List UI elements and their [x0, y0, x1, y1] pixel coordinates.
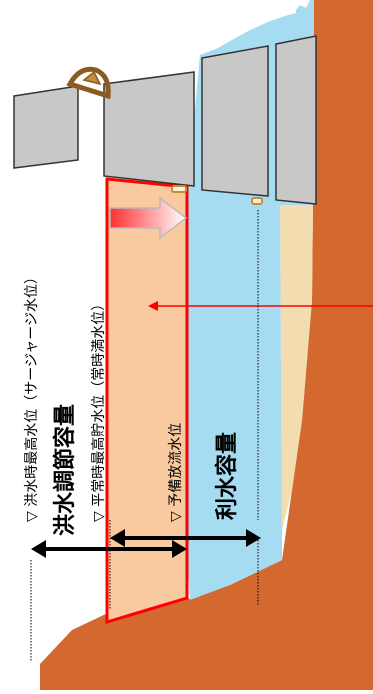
water-use-capacity-label: 利水容量: [214, 432, 240, 520]
sediment-zone: [280, 205, 313, 530]
dam-body: [40, 0, 373, 690]
flood-control-capacity-label: 洪水調節容量: [52, 404, 78, 536]
flood-control-zone: [105, 177, 189, 625]
normal-high-level-label: ▽ 平常時最高貯水位（常時満水位）: [90, 297, 107, 522]
reserve-discharge-level-label: ▽ 予備放流水位: [168, 423, 184, 522]
gate-block-4: [275, 35, 317, 205]
discharge-arrow-icon: [109, 196, 188, 240]
water-wave-top: [296, 0, 314, 14]
gate-hoist-icon: [66, 66, 111, 100]
water-use-capacity-arrow: [110, 529, 261, 547]
flood-control-capacity-arrow: [31, 540, 187, 558]
gate-marker-2: [251, 197, 263, 205]
gate-marker-1: [171, 185, 187, 193]
gate-block-3: [201, 45, 269, 197]
gate-block-1: [13, 85, 79, 169]
gate-block-2: [103, 71, 195, 187]
surcharge-level-label: ▽ 洪水時最高水位（サージャージ水位）: [23, 270, 40, 522]
